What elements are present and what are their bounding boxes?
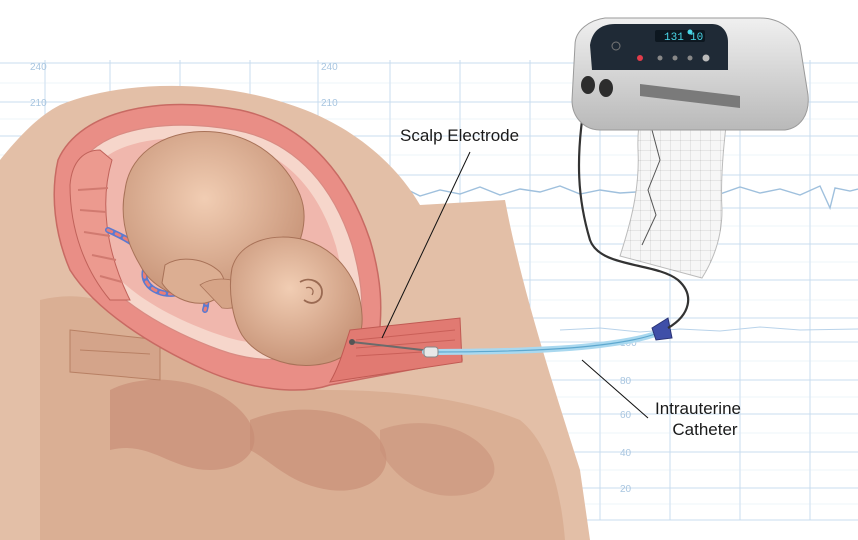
fhr-tick-mid-210: 210	[321, 98, 338, 109]
uc-trace	[560, 327, 858, 332]
port-2	[599, 79, 613, 97]
catheter-connector	[652, 318, 672, 340]
intrauterine-catheter-label: Intrauterine Catheter	[655, 398, 741, 440]
uc-tick-right-80: 80	[620, 376, 632, 387]
red-button-icon	[637, 55, 643, 61]
scalp-electrode-tip	[349, 339, 355, 345]
port-1	[581, 76, 595, 94]
uc-tick-right-60: 60	[620, 410, 632, 421]
fetal-monitor: 131 10	[572, 18, 808, 130]
intrauterine-catheter-label-line1: Intrauterine	[655, 398, 741, 419]
uc-tick-right-20: 20	[620, 484, 632, 495]
uc-tick-right-40: 40	[620, 448, 632, 459]
fhr-tick-left-240: 240	[30, 62, 47, 73]
catheter-leader	[582, 360, 648, 418]
fhr-tick-mid-240: 240	[321, 62, 338, 73]
scalp-electrode-label: Scalp Electrode	[400, 125, 519, 146]
intrauterine-catheter-label-line2: Catheter	[655, 419, 741, 440]
indicator-light	[688, 30, 693, 35]
monitor-readout-right: 10	[690, 32, 703, 44]
monitor-readout-left: 131	[664, 32, 684, 44]
fhr-tick-left-210: 210	[30, 98, 47, 109]
